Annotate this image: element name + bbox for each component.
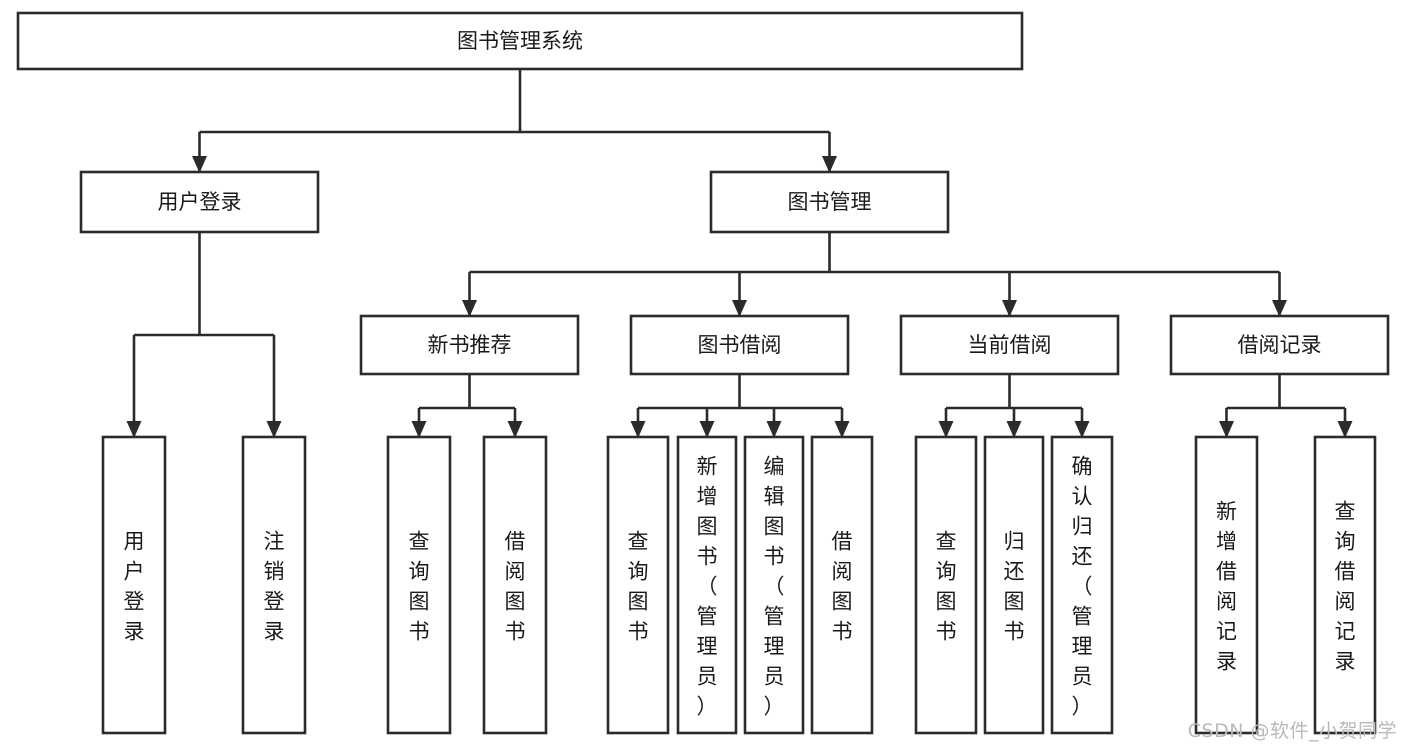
node-leaf-9[interactable]: 归还图书 [983,435,1045,735]
node-level2-3-box [1169,314,1390,376]
conn-book-mgmt-arrow-3 [1272,300,1287,317]
node-level2-1-label: 图书借阅 [698,333,782,357]
node-leaf-7-label: 借阅图书 [832,529,853,643]
node-level1-0[interactable]: 用户登录 [79,170,320,234]
conn-root-arrow-1 [822,156,837,173]
conn-level2-0-arrow-1 [507,421,523,438]
node-level2-2-box [899,314,1120,376]
conn-level2-3-arrow-1 [1337,421,1353,438]
node-leaf-3-box [482,435,548,735]
node-leaf-5[interactable]: 新增图书（管理员） [676,435,738,735]
node-leaf-7-box [810,435,874,735]
conn-user-login-arrow-1 [266,421,282,438]
node-layer: 图书管理系统用户登录图书管理新书推荐图书借阅当前借阅借阅记录用户登录注销登录查询… [16,11,1390,735]
node-leaf-2-label: 查询图书 [409,529,430,643]
node-leaf-7[interactable]: 借阅图书 [810,435,874,735]
conn-level2-1-arrow-3 [834,421,850,438]
node-root-book-management-system[interactable]: 图书管理系统 [16,11,1024,71]
conn-root-arrow-0 [192,156,207,173]
node-level2-2-label: 当前借阅 [968,333,1052,357]
node-level1-1-box [709,170,950,234]
conn-level2-1-arrow-1 [699,421,715,438]
node-leaf-0-label: 用户登录 [124,529,145,643]
node-leaf-10-label: 确认归还（管理员） [1072,454,1093,718]
conn-level2-2-arrow-0 [938,421,954,438]
node-leaf-1-box [241,435,307,735]
node-leaf-6-box [743,435,805,735]
node-leaf-1-label: 注销登录 [264,529,285,643]
node-leaf-9-label: 归还图书 [1004,529,1025,643]
conn-book-mgmt-arrow-1 [732,300,747,317]
node-level2-0-box [359,314,580,376]
conn-level2-1-arrow-0 [630,421,646,438]
node-level1-0-label: 用户登录 [158,190,242,214]
node-leaf-5-label: 新增图书（管理员） [697,454,718,718]
node-leaf-6-label: 编辑图书（管理员） [764,454,785,718]
conn-level2-2-arrow-2 [1074,421,1090,438]
node-leaf-11-box [1194,435,1259,735]
node-leaf-12-label: 查询借阅记录 [1335,499,1356,673]
node-leaf-11-label: 新增借阅记录 [1216,499,1237,673]
node-level2-0-label: 新书推荐 [428,333,512,357]
node-leaf-5-box [676,435,738,735]
node-leaf-10[interactable]: 确认归还（管理员） [1050,435,1114,735]
node-leaf-0[interactable]: 用户登录 [101,435,167,735]
csdn-watermark: CSDN @软件_小贺同学 [1187,720,1397,742]
node-level2-1[interactable]: 图书借阅 [629,314,850,376]
node-leaf-1[interactable]: 注销登录 [241,435,307,735]
node-leaf-3-label: 借阅图书 [505,529,526,643]
node-leaf-8-label: 查询图书 [936,529,957,643]
node-level2-3-label: 借阅记录 [1238,333,1322,357]
node-leaf-8-box [914,435,978,735]
node-leaf-9-box [983,435,1045,735]
node-leaf-2[interactable]: 查询图书 [386,435,452,735]
node-leaf-6[interactable]: 编辑图书（管理员） [743,435,805,735]
node-leaf-0-box [101,435,167,735]
node-root-book-management-system-label: 图书管理系统 [457,29,583,53]
node-level1-0-box [79,170,320,234]
conn-level2-1-arrow-2 [766,421,782,438]
node-level1-1-label: 图书管理 [788,190,872,214]
node-leaf-12[interactable]: 查询借阅记录 [1313,435,1377,735]
node-leaf-12-box [1313,435,1377,735]
node-leaf-8[interactable]: 查询图书 [914,435,978,735]
node-leaf-4[interactable]: 查询图书 [606,435,670,735]
conn-book-mgmt-arrow-2 [1002,300,1017,317]
node-leaf-10-box [1050,435,1114,735]
node-root-book-management-system-box [16,11,1024,71]
conn-level2-0-arrow-0 [411,421,427,438]
node-leaf-4-label: 查询图书 [628,529,649,643]
node-level2-0[interactable]: 新书推荐 [359,314,580,376]
node-leaf-11[interactable]: 新增借阅记录 [1194,435,1259,735]
conn-level2-2-arrow-1 [1006,421,1022,438]
node-leaf-3[interactable]: 借阅图书 [482,435,548,735]
node-level2-3[interactable]: 借阅记录 [1169,314,1390,376]
conn-book-mgmt-arrow-0 [462,300,477,317]
node-leaf-2-box [386,435,452,735]
node-leaf-4-box [606,435,670,735]
conn-level2-3-arrow-0 [1219,421,1234,438]
node-level2-1-box [629,314,850,376]
node-level1-1[interactable]: 图书管理 [709,170,950,234]
connector-layer [126,69,1353,438]
conn-user-login-arrow-0 [126,421,142,438]
node-level2-2[interactable]: 当前借阅 [899,314,1120,376]
